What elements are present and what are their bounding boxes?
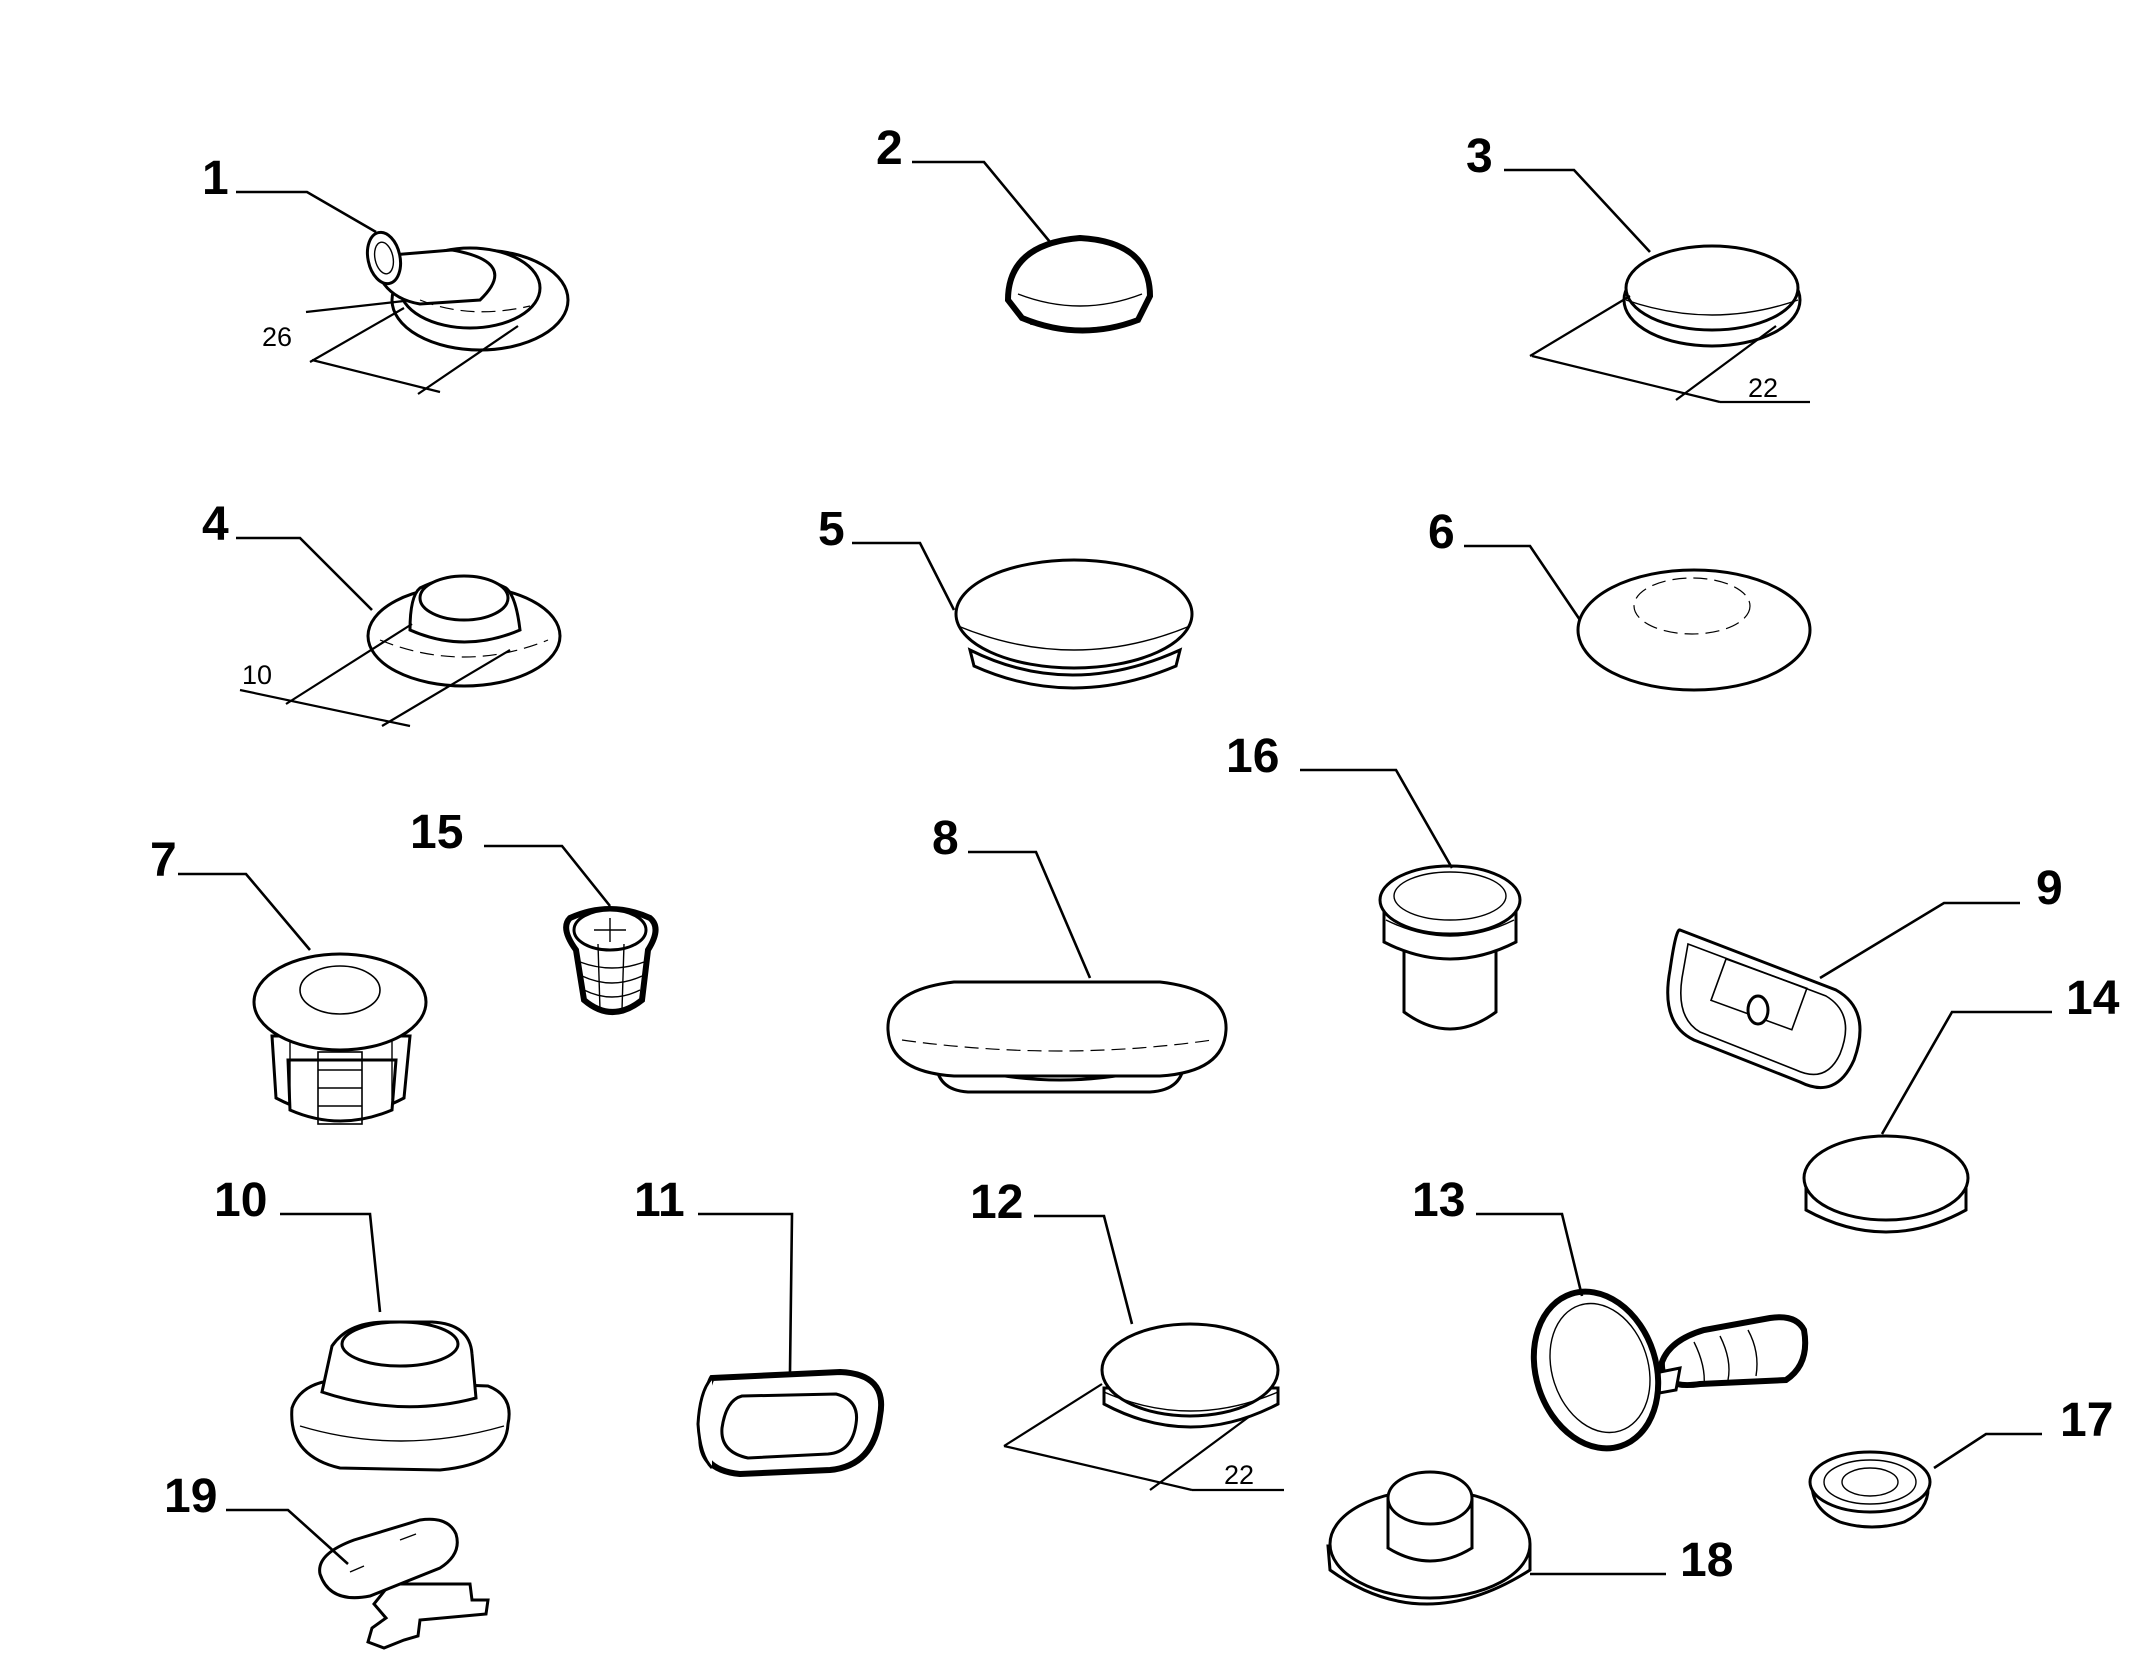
callout-16: 16	[1226, 730, 1279, 783]
callout-4: 4	[202, 498, 229, 551]
callout-5: 5	[818, 503, 845, 556]
callout-14: 14	[2066, 972, 2120, 1025]
part-17-small-cap: 17	[1808, 1394, 2113, 1529]
part-4-raised-grommet: 4 10	[202, 498, 562, 728]
part-3-flat-plug: 3 22	[1466, 130, 1810, 404]
callout-10: 10	[214, 1174, 267, 1227]
part-7-ribbed-push-plug: 7	[150, 834, 428, 1125]
callout-8: 8	[932, 812, 959, 865]
callout-11: 11	[634, 1174, 685, 1227]
part-6-flat-oval-cap: 6	[1428, 506, 1812, 692]
dimension-22-part3: 22	[1748, 373, 1778, 403]
callout-12: 12	[970, 1176, 1023, 1229]
part-18-disc-with-boss: 18	[1326, 1470, 1733, 1606]
part-10-oval-grommet: 10	[214, 1174, 511, 1472]
part-12-flat-plug: 12 22	[970, 1176, 1284, 1492]
part-14-small-disc: 14	[1802, 972, 2120, 1234]
part-16-stepped-cylinder: 16	[1226, 730, 1522, 1031]
part-15-threaded-clip: 15	[410, 806, 659, 1015]
part-9-oval-clip: 9	[1666, 862, 2063, 1090]
callout-15: 15	[410, 806, 463, 859]
part-13-push-rivet: 13	[1412, 1174, 1809, 1452]
callout-2: 2	[876, 122, 903, 175]
part-5-large-dome-plug: 5	[818, 503, 1194, 690]
callout-13: 13	[1412, 1174, 1465, 1227]
dimension-10: 10	[242, 660, 272, 690]
callout-9: 9	[2036, 862, 2063, 915]
callout-17: 17	[2060, 1394, 2113, 1447]
callout-3: 3	[1466, 130, 1493, 183]
dimension-22-part12: 22	[1224, 1460, 1254, 1490]
part-11-oval-plug: 11	[634, 1174, 885, 1478]
dimension-26: 26	[262, 322, 292, 352]
callout-19: 19	[164, 1470, 217, 1523]
callout-6: 6	[1428, 506, 1455, 559]
callout-7: 7	[150, 834, 177, 887]
callout-18: 18	[1680, 1534, 1733, 1587]
callout-1: 1	[202, 152, 229, 205]
part-1-grommet-with-tube: 1 26	[202, 152, 570, 395]
part-2-dome-cap: 2	[876, 122, 1154, 334]
part-8-long-oval-plug: 8	[886, 812, 1228, 1094]
part-19-plate-clip: 19	[164, 1470, 490, 1650]
